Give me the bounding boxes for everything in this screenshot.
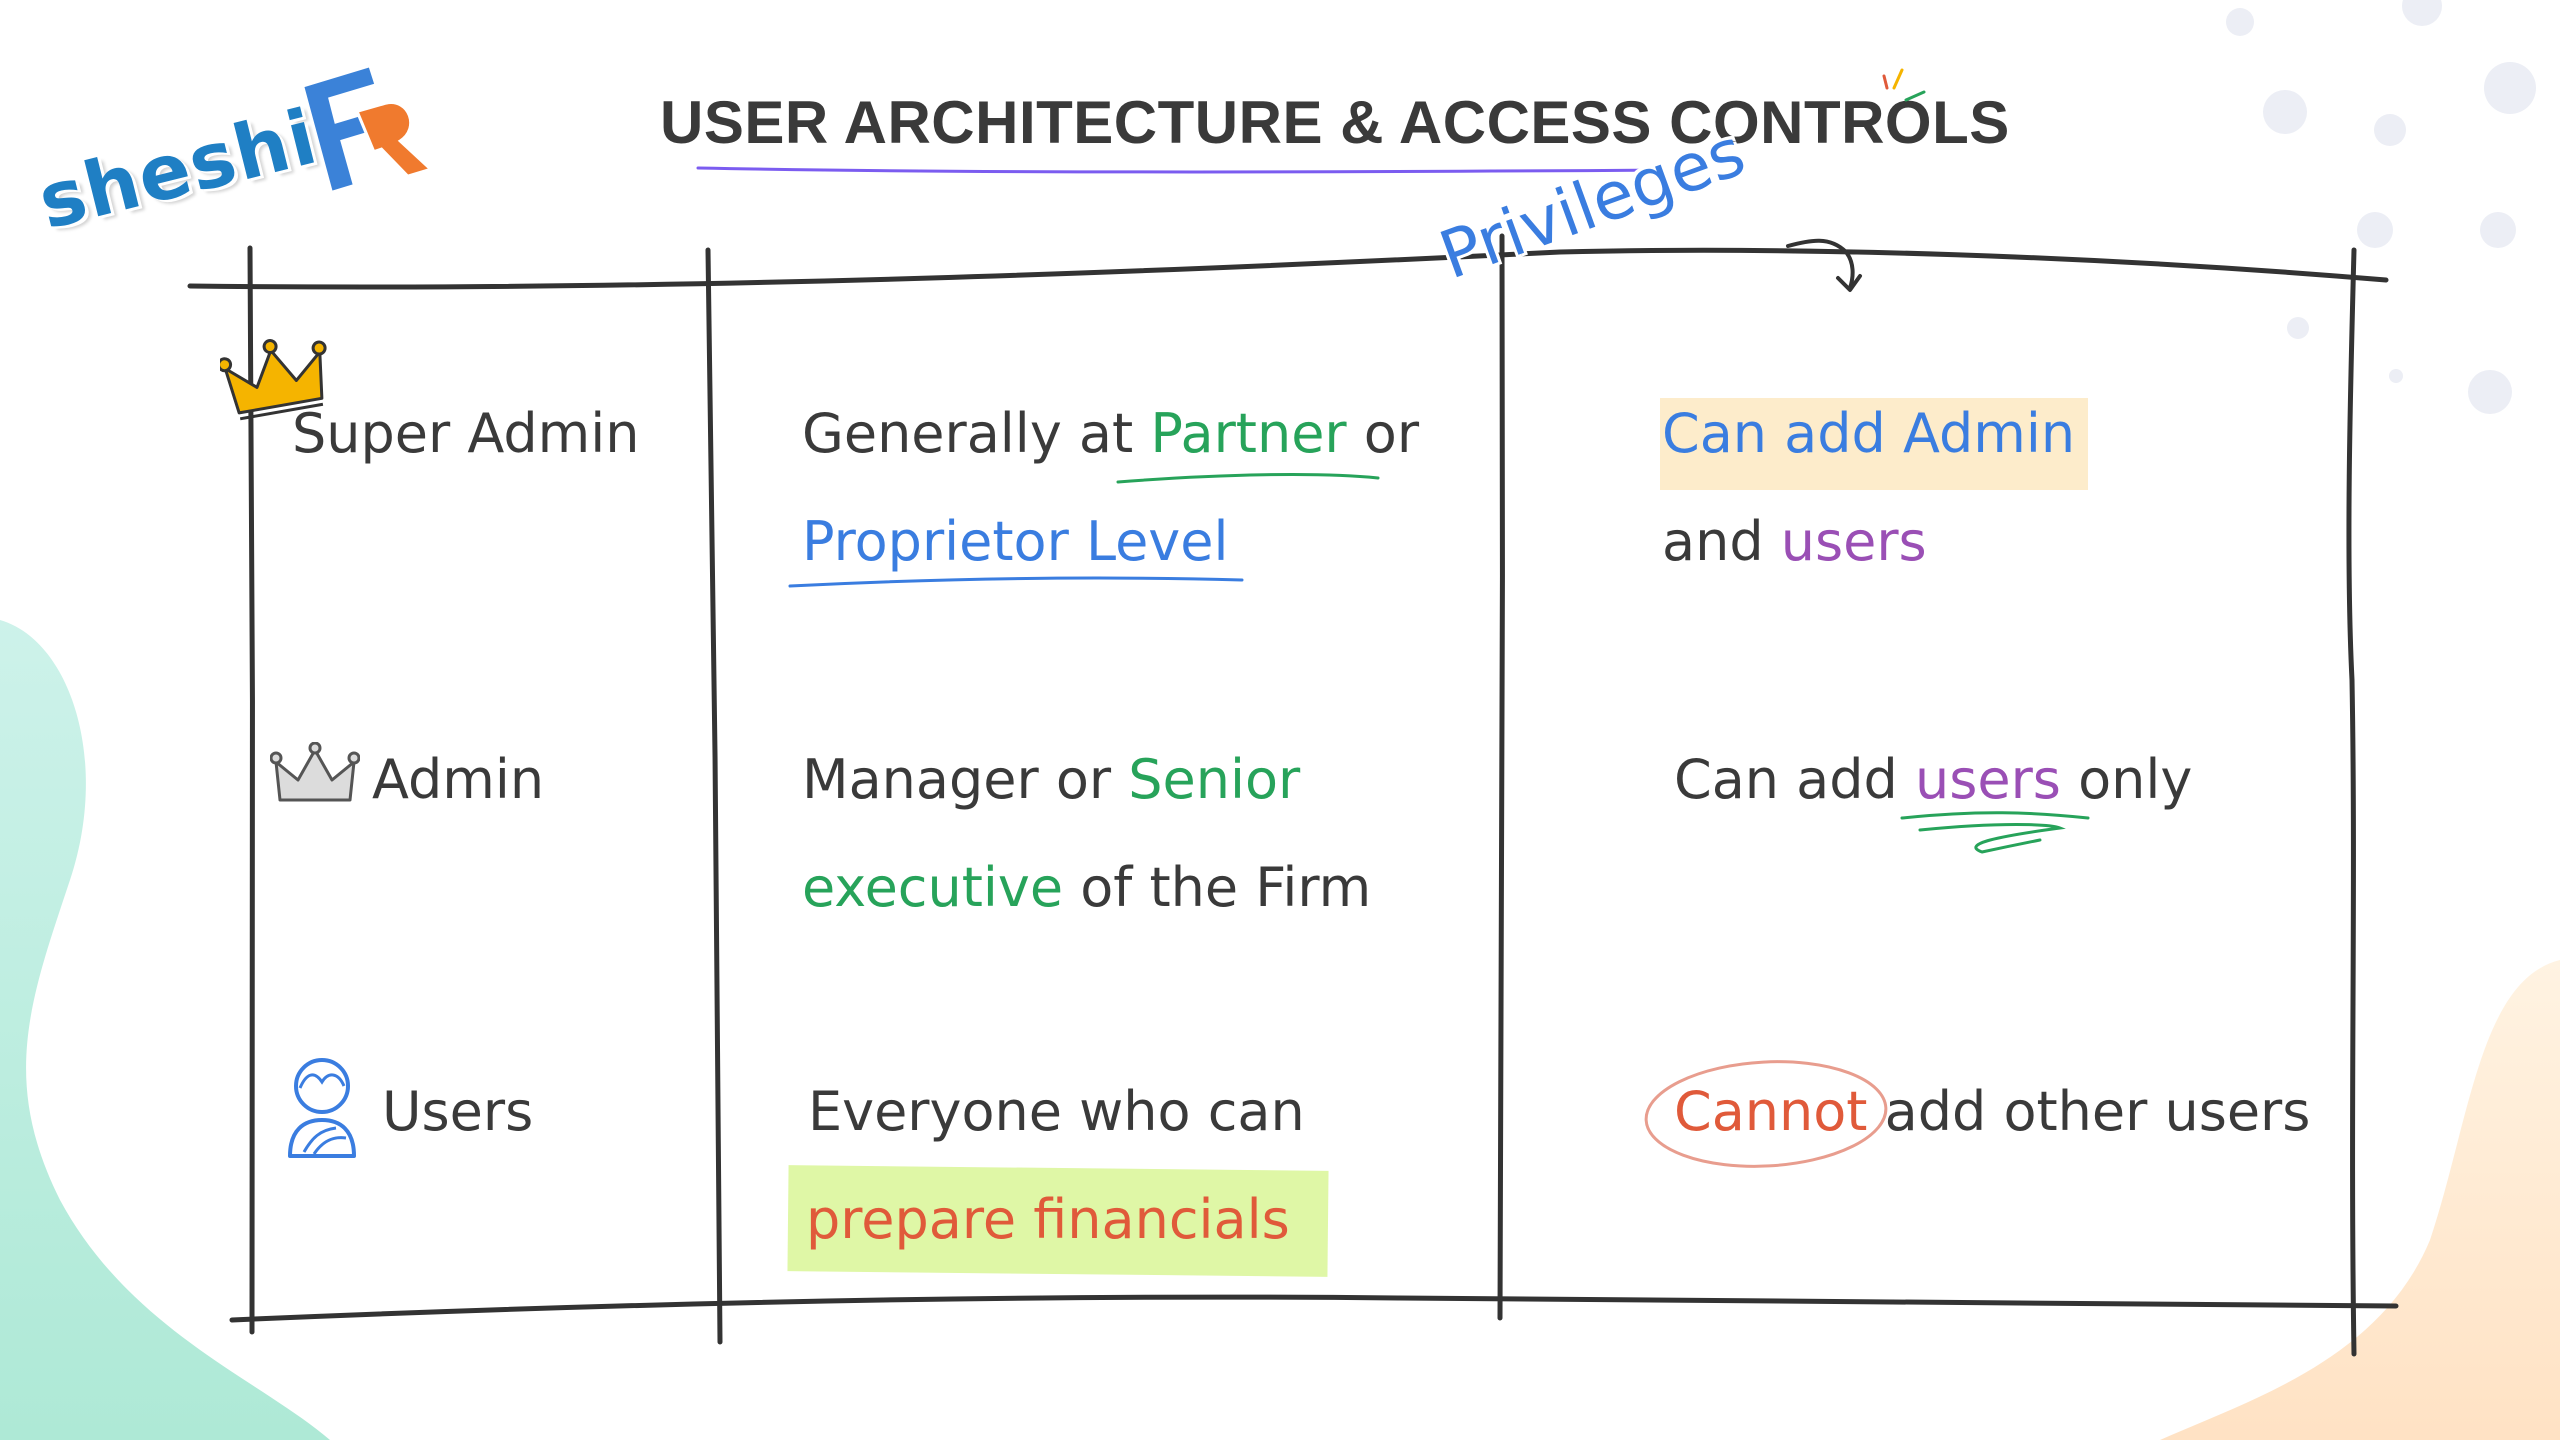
user-icon <box>288 1058 356 1158</box>
users-scribble <box>1900 811 2090 854</box>
admin-desc-line2: executive of the Firm <box>802 856 1372 919</box>
title-spark <box>1882 68 1926 102</box>
partner-underline <box>1116 473 1380 484</box>
silver-crown-icon <box>270 742 360 802</box>
super-admin-priv-line1: Can add Admin <box>1662 402 2076 465</box>
role-super-admin: Super Admin <box>292 402 640 465</box>
mint-blob <box>0 620 330 1440</box>
gold-crown-icon <box>220 339 327 421</box>
peach-blob <box>2160 960 2560 1440</box>
can-add-admin-highlight <box>1660 398 2088 490</box>
cannot-circle <box>1644 1060 1888 1168</box>
super-admin-desc-line1: Generally at Partner or <box>802 402 1420 465</box>
title-underline <box>696 166 1664 174</box>
users-desc-line1: Everyone who can <box>808 1080 1305 1143</box>
logo-mark-icon: FR <box>300 63 430 195</box>
admin-desc-line1: Manager or Senior <box>802 748 1301 811</box>
privileges-arrow <box>1786 238 1862 292</box>
dots <box>2226 0 2536 414</box>
proprietor-underline <box>788 576 1244 588</box>
users-desc-line2: prepare financials <box>806 1188 1290 1251</box>
super-admin-priv-line2: and users <box>1662 510 1927 573</box>
users-priv-line1: Cannot add other users <box>1674 1080 2311 1143</box>
page-title: USER ARCHITECTURE & ACCESS CONTROLS <box>660 89 2010 156</box>
role-users: Users <box>382 1080 534 1143</box>
admin-priv-line1: Can add users only <box>1674 748 2193 811</box>
super-admin-desc-line2: Proprietor Level <box>802 510 1229 573</box>
role-admin: Admin <box>372 748 545 811</box>
